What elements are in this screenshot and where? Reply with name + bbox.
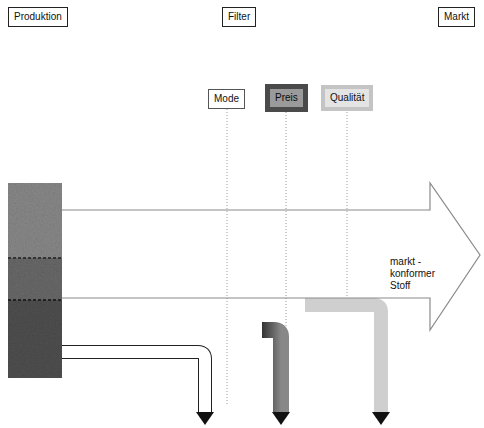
- arrowhead: [196, 412, 390, 425]
- box-label: Markt: [444, 11, 469, 23]
- filter-box: Preis: [265, 84, 308, 112]
- box-label: Filter: [228, 11, 250, 23]
- filter-box: Mode: [208, 89, 245, 109]
- box-label: Preis: [275, 92, 298, 104]
- box-label: Mode: [214, 93, 239, 105]
- filter-box: Filter: [222, 7, 256, 27]
- fabric-swatch: [8, 183, 62, 378]
- box-label: Qualität: [330, 92, 364, 104]
- filter-box: Produktion: [8, 7, 68, 27]
- arrow-label: markt - konformer Stoff: [390, 256, 450, 292]
- rejection-arrow: [62, 305, 381, 412]
- arrow-outline: [62, 183, 480, 330]
- filter-box: Markt: [438, 7, 475, 27]
- filter-box: Qualität: [321, 85, 373, 111]
- box-label: Produktion: [14, 11, 62, 23]
- market-arrow: markt - konformer Stoff: [62, 180, 482, 332]
